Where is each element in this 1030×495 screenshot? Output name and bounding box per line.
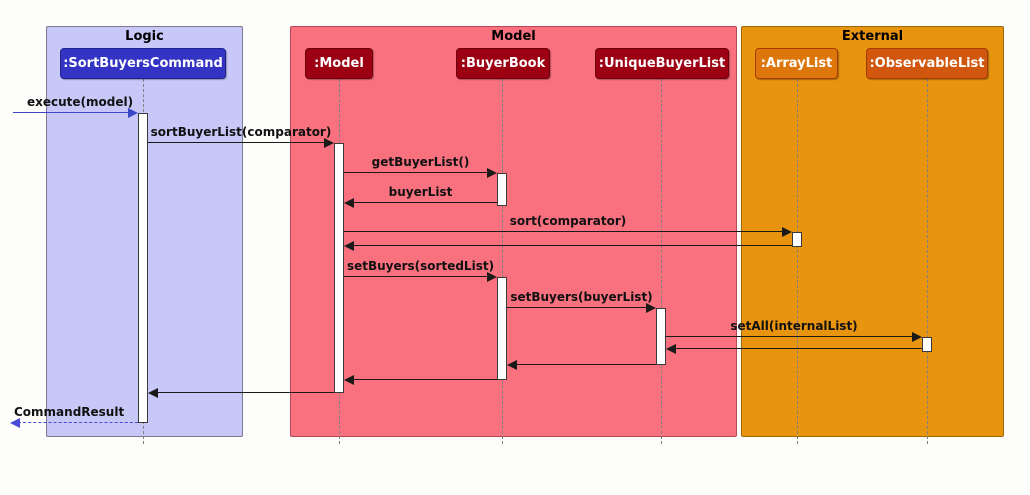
- lifeline-uniquebuyerlist: [661, 79, 662, 444]
- message-arrowhead-return-sortbuyers: [148, 388, 158, 398]
- message-arrowhead-commandresult: [10, 418, 20, 428]
- message-arrowhead-sortbuyerlist: [324, 138, 334, 148]
- participant-box-observablelist: :ObservableList: [866, 48, 988, 79]
- activation-bar-observablelist: [922, 337, 932, 352]
- message-arrowhead-return-setbuyers1: [344, 375, 354, 385]
- message-line-return-setbuyers1: [352, 379, 497, 380]
- message-line-setall: [666, 336, 914, 337]
- message-arrowhead-setall: [912, 332, 922, 342]
- message-label-return-buyerlist: buyerList: [388, 185, 453, 199]
- message-line-commandresult: [18, 422, 138, 423]
- participant-box-uniquebuyerlist: :UniqueBuyerList: [595, 48, 729, 79]
- message-line-setbuyers-buyer: [507, 307, 648, 308]
- activation-bar-uniquebuyerlist: [656, 308, 666, 365]
- activation-bar-arraylist: [792, 232, 802, 247]
- message-arrowhead-execute: [128, 108, 138, 118]
- message-arrowhead-getbuyerlist: [487, 168, 497, 178]
- message-line-return-setall: [674, 348, 922, 349]
- lifeline-buyerbook: [502, 79, 503, 444]
- message-arrowhead-setbuyers-buyer: [646, 303, 656, 313]
- message-label-setall: setAll(internalList): [730, 319, 858, 333]
- message-line-getbuyerlist: [344, 172, 489, 173]
- message-line-return-sortbuyers: [156, 392, 334, 393]
- lifeline-observablelist: [927, 79, 928, 444]
- message-label-sortbuyerlist: sortBuyerList(comparator): [150, 125, 332, 139]
- message-line-return-sort: [352, 245, 792, 246]
- message-label-execute: execute(model): [27, 95, 134, 109]
- participant-box-sortbuyerscommand: :SortBuyersCommand: [60, 48, 226, 79]
- message-arrowhead-return-setall: [666, 344, 676, 354]
- frame-title-external: External: [841, 29, 904, 44]
- message-label-commandresult: CommandResult: [14, 405, 125, 419]
- message-arrowhead-return-sort: [344, 241, 354, 251]
- message-line-sort: [344, 231, 784, 232]
- message-arrowhead-setbuyers-sorted: [487, 272, 497, 282]
- activation-bar-sortbuyerscommand: [138, 113, 148, 423]
- activation-bar-model: [334, 143, 344, 393]
- message-line-sortbuyerlist: [148, 142, 326, 143]
- message-label-getbuyerlist: getBuyerList(): [371, 155, 470, 169]
- message-arrowhead-return-buyerlist: [344, 198, 354, 208]
- frame-title-logic: Logic: [125, 29, 164, 44]
- activation-bar-buyerbook: [497, 277, 507, 380]
- participant-box-buyerbook: :BuyerBook: [456, 48, 550, 79]
- message-line-execute: [13, 112, 130, 113]
- message-arrowhead-sort: [782, 227, 792, 237]
- message-line-return-buyerlist: [352, 202, 497, 203]
- lifeline-arraylist: [797, 79, 798, 444]
- message-label-setbuyers-sorted: setBuyers(sortedList): [346, 259, 495, 273]
- message-label-sort: sort(comparator): [509, 214, 627, 228]
- message-arrowhead-return-setbuyers2: [507, 360, 517, 370]
- participant-box-model: :Model: [305, 48, 373, 79]
- activation-bar-buyerbook: [497, 173, 507, 206]
- participant-box-arraylist: :ArrayList: [755, 48, 838, 79]
- message-label-setbuyers-buyer: setBuyers(buyerList): [510, 290, 653, 304]
- message-line-setbuyers-sorted: [344, 276, 489, 277]
- frame-title-model: Model: [491, 29, 536, 44]
- message-line-return-setbuyers2: [515, 364, 656, 365]
